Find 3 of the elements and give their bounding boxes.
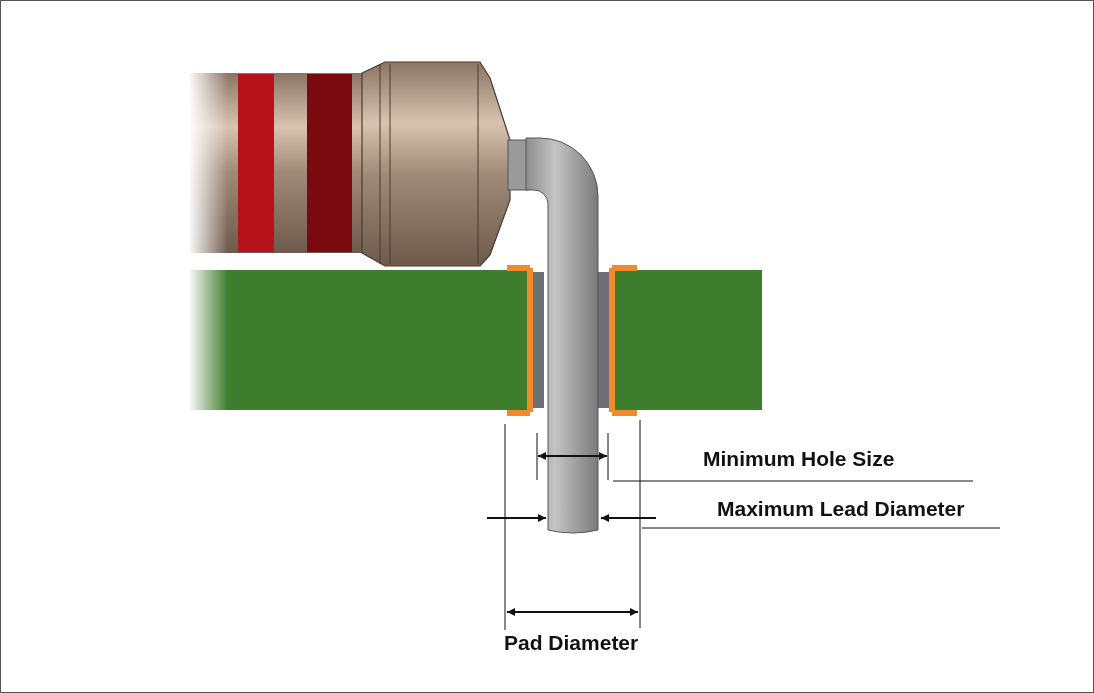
dimension-label: Maximum Lead Diameter bbox=[717, 497, 965, 521]
dimension-label: Pad Diameter bbox=[504, 631, 639, 655]
dimension-label: Minimum Hole Size bbox=[703, 447, 895, 471]
